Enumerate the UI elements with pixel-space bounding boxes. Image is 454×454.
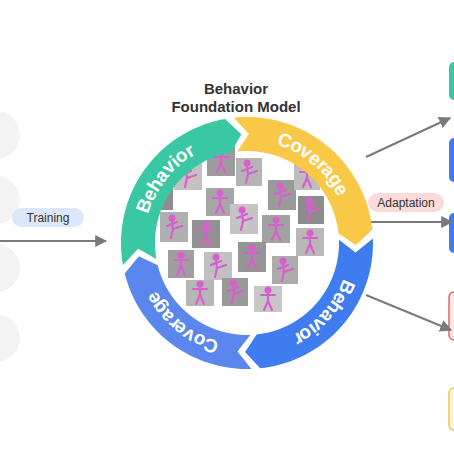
pill-label: Training	[27, 211, 70, 225]
motion-tile	[298, 196, 324, 224]
output-arrow	[366, 295, 451, 330]
humanoid-figure	[278, 259, 293, 281]
segment-arrow	[125, 256, 252, 369]
ring-segment: Behavior	[245, 238, 373, 369]
segment-arrow	[245, 239, 373, 369]
motion-tile	[272, 256, 298, 284]
ring-segment: Coverage	[233, 117, 373, 245]
humanoid-figure	[167, 216, 182, 238]
motion-tile	[262, 215, 290, 243]
edge-circle	[0, 111, 20, 159]
motion-tile	[236, 158, 262, 186]
humanoid-figure	[174, 253, 188, 275]
segment-arrow	[121, 119, 241, 265]
motion-tile	[230, 204, 258, 234]
output-arrow	[369, 221, 452, 223]
motion-tile	[204, 252, 232, 280]
diagram-title: Behavior Foundation Model	[166, 80, 306, 116]
edge-circle	[0, 244, 20, 292]
segment-shape	[233, 117, 373, 245]
edge-box	[449, 62, 454, 100]
stage-pill: Training	[12, 208, 84, 227]
edge-box	[449, 138, 454, 182]
motion-tile	[168, 250, 194, 278]
humanoid-figure	[199, 223, 213, 245]
motion-tile	[254, 286, 282, 312]
segment-shape	[124, 256, 252, 369]
edge-circle	[0, 314, 20, 362]
ring-segment: Behavior	[121, 118, 242, 265]
motion-tile	[186, 280, 214, 306]
segment-label: Behavior	[245, 238, 373, 369]
humanoid-figure	[211, 255, 226, 277]
segment-shape	[245, 238, 373, 369]
humanoid-figure	[269, 218, 283, 240]
input-arrow	[0, 240, 106, 242]
ring-segment: Coverage	[124, 256, 252, 369]
motion-tile	[222, 278, 248, 306]
humanoid-figure	[261, 288, 275, 310]
motion-tiles	[147, 146, 324, 312]
humanoid-figure	[213, 191, 227, 213]
humanoid-figure	[228, 281, 243, 303]
motion-tile	[268, 180, 296, 210]
humanoid-figure	[245, 246, 259, 268]
segment-arrow	[234, 117, 372, 245]
humanoid-figure	[275, 184, 290, 206]
motion-tile	[206, 188, 234, 216]
output-arrow	[366, 118, 450, 157]
stage-pill: Adaptation	[368, 193, 444, 212]
segment-label: Coverage	[233, 117, 373, 245]
motion-tile	[160, 212, 188, 242]
motion-tile	[296, 228, 324, 256]
pill-label: Adaptation	[377, 196, 434, 210]
humanoid-figure	[193, 282, 207, 304]
motion-tile	[238, 242, 266, 272]
edge-box	[449, 292, 454, 340]
motion-tile	[192, 220, 220, 248]
humanoid-figure	[237, 208, 252, 230]
edge-box	[449, 388, 454, 430]
humanoid-figure	[303, 231, 317, 253]
edge-box	[449, 213, 454, 253]
humanoid-figure	[242, 161, 257, 183]
segment-label: Behavior	[121, 118, 242, 265]
segment-label: Coverage	[124, 256, 252, 369]
humanoid-figure	[304, 199, 319, 221]
